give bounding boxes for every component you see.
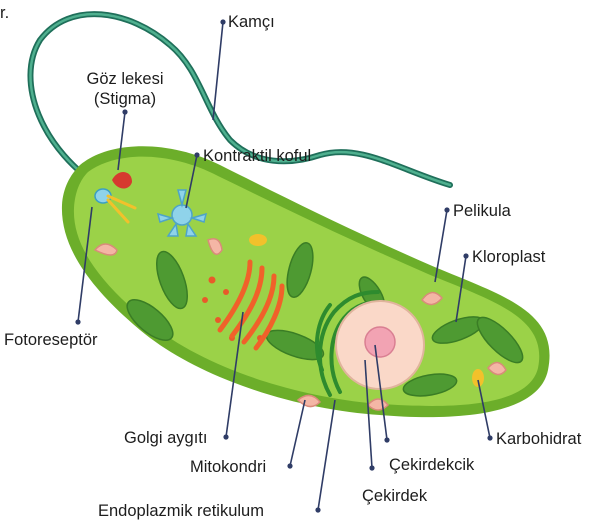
label-er: Endoplazmik retikulum (98, 502, 264, 520)
label-eyespot-sub: (Stigma) (94, 90, 156, 108)
carbohydrate-granule (472, 369, 484, 387)
label-carbohydrate: Karbohidrat (496, 430, 582, 448)
nucleolus (365, 327, 395, 357)
label-pellicle: Pelikula (453, 202, 512, 220)
label-mitochondria: Mitokondri (190, 458, 266, 476)
label-flagellum: Kamçı (228, 13, 275, 31)
label-nucleus: Çekirdek (362, 487, 428, 505)
label-nucleolus: Çekirdekcik (389, 456, 475, 474)
label-eyespot: Göz lekesi (86, 70, 163, 88)
label-chloroplast: Kloroplast (472, 248, 546, 266)
label-contractile-vacuole: Kontraktil koful (203, 147, 311, 165)
label-golgi: Golgi aygıtı (124, 429, 207, 447)
carbohydrate-granule (249, 234, 267, 246)
corner-text: r. (0, 4, 9, 22)
label-photoreceptor: Fotoreseptör (4, 331, 98, 349)
